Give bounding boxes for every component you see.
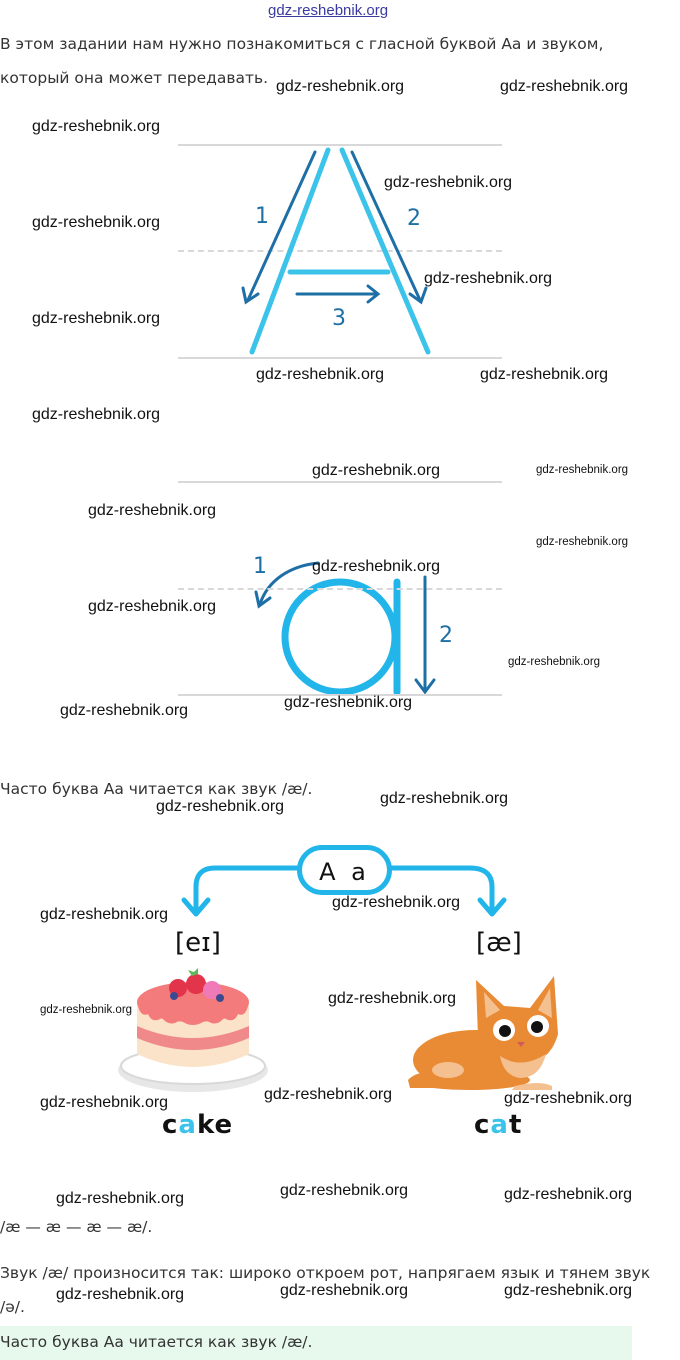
watermark: gdz-reshebnik.org (276, 78, 405, 95)
lowercase-stroke-number-1: 1 (253, 554, 267, 579)
watermark: gdz-reshebnik.org (60, 702, 189, 719)
lowercase-stroke-number-2: 2 (439, 623, 453, 648)
word-cat: cat (474, 1110, 523, 1140)
uppercase-a-illustration (241, 147, 436, 696)
watermark: gdz-reshebnik.org (40, 906, 169, 923)
watermark: gdz-reshebnik.org (32, 310, 161, 327)
watermark: gdz-reshebnik.org (508, 656, 601, 668)
watermark: gdz-reshebnik.org (280, 1282, 409, 1299)
watermark: gdz-reshebnik.org (32, 214, 161, 231)
watermark: gdz-reshebnik.org (312, 558, 441, 575)
writing-line-top-2 (178, 481, 502, 483)
watermark: gdz-reshebnik.org (264, 1086, 393, 1103)
watermark: gdz-reshebnik.org (504, 1186, 633, 1203)
practice-line: /æ — æ — æ — æ/. (0, 1218, 153, 1236)
watermark: gdz-reshebnik.org (88, 598, 217, 615)
arrow-lowercase-1 (258, 561, 320, 606)
uppercase-a-right-stroke (339, 147, 431, 355)
stroke-number-2: 2 (407, 206, 421, 231)
watermark: gdz-reshebnik.org (56, 1190, 185, 1207)
highlight-note-box: Часто буква Аа читается как звук /æ/. (0, 1326, 632, 1360)
highlight-note-text: Часто буква Аа читается как звук /æ/. (0, 1333, 313, 1351)
watermark: gdz-reshebnik.org (280, 1182, 409, 1199)
watermark: gdz-reshebnik.org (480, 366, 609, 383)
watermark: gdz-reshebnik.org (424, 270, 553, 287)
watermark: gdz-reshebnik.org (504, 1090, 633, 1107)
aa-diagram-arrows (181, 865, 507, 917)
pronunciation-line-1: Звук /æ/ произносится так: широко открое… (0, 1264, 651, 1282)
sound-note: Часто буква Аа читается как звук /æ/. (0, 780, 313, 798)
watermark: gdz-reshebnik.org (504, 1282, 633, 1299)
watermark: gdz-reshebnik.org (40, 1004, 133, 1016)
word-cake: cake (162, 1110, 234, 1140)
uppercase-a-left-stroke (249, 147, 331, 355)
writing-line-base (178, 357, 502, 359)
header-watermark-link[interactable]: gdz-reshebnik.org (268, 2, 389, 19)
writing-line-base-2 (178, 694, 502, 696)
pronunciation-line-2: /ə/. (0, 1298, 25, 1316)
writing-line-mid-2 (178, 588, 502, 590)
watermark: gdz-reshebnik.org (500, 78, 629, 95)
watermark: gdz-reshebnik.org (380, 790, 509, 807)
lowercase-a-bowl (281, 578, 399, 696)
aa-letters-pill: A a (297, 845, 392, 895)
watermark: gdz-reshebnik.org (56, 1286, 185, 1303)
watermark: gdz-reshebnik.org (32, 406, 161, 423)
watermark: gdz-reshebnik.org (88, 502, 217, 519)
aa-letters: A a (319, 858, 370, 886)
intro-line-2: который она может передавать. (0, 69, 269, 87)
watermark: gdz-reshebnik.org (328, 990, 457, 1007)
arrow-1-line (246, 150, 317, 302)
watermark: gdz-reshebnik.org (32, 118, 161, 135)
stroke-number-3: 3 (332, 306, 346, 331)
writing-line-top (178, 144, 502, 146)
intro-line-1: В этом задании нам нужно познакомиться с… (0, 35, 604, 53)
stroke-number-1: 1 (255, 204, 269, 229)
writing-line-mid (178, 250, 502, 252)
watermark: gdz-reshebnik.org (156, 798, 285, 815)
watermark: gdz-reshebnik.org (384, 174, 513, 191)
watermark: gdz-reshebnik.org (256, 366, 385, 383)
watermark: gdz-reshebnik.org (536, 464, 629, 476)
watermark: gdz-reshebnik.org (536, 536, 629, 548)
watermark: gdz-reshebnik.org (284, 694, 413, 711)
cat-image (408, 976, 558, 1090)
ipa-cake: [eɪ] (175, 928, 221, 958)
watermark: gdz-reshebnik.org (40, 1094, 169, 1111)
watermark: gdz-reshebnik.org (312, 462, 441, 479)
ipa-cat: [æ] (476, 928, 522, 958)
cake-image (118, 968, 268, 1092)
watermark: gdz-reshebnik.org (332, 894, 461, 911)
